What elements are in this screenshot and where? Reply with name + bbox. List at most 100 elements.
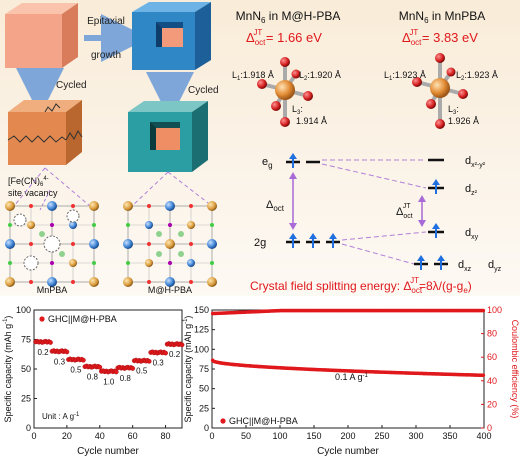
cycled-label-left: Cycled (56, 80, 87, 91)
y2-tick-label: 80 (487, 329, 497, 339)
cycled-label-right: Cycled (188, 85, 219, 96)
y-tick-label: 0 (204, 423, 209, 433)
y2-tick-label: 0 (487, 423, 492, 433)
x-tick-label: 250 (374, 431, 389, 441)
y-tick-label: 50 (21, 364, 31, 374)
rate-label: 0.3 (54, 357, 66, 366)
octahedron-right-title: MnN6 in MnPBA (399, 9, 486, 25)
rate-chart-frame (33, 309, 183, 429)
data-point (80, 357, 86, 363)
y-tick-label: 100 (16, 305, 31, 315)
y-tick-label: 50 (199, 384, 209, 394)
lattice-left-label: MnPBA (37, 285, 68, 295)
rate-label: 0.8 (87, 373, 99, 382)
dxz-label: dxz (458, 259, 472, 273)
efficiency-point (481, 308, 486, 313)
delta-oct-jt-label: ΔoctJT (396, 203, 413, 220)
dz2-label: dz² (465, 183, 478, 197)
vacancy-pointer (39, 189, 51, 211)
x-tick-label: 80 (161, 431, 171, 441)
x-tick-label: 40 (95, 431, 105, 441)
lattice-mnpba (5, 201, 99, 287)
octahedron-left-title: MnN6 in M@H-PBA (236, 9, 341, 25)
y2-tick-label: 40 (487, 376, 497, 386)
y-tick-label: 125 (194, 325, 209, 335)
data-point (179, 342, 185, 348)
right-l3-tag: L3: (448, 104, 459, 116)
data-point (113, 369, 119, 375)
lattice-right-label: M@H-PBA (148, 285, 192, 295)
left-l2: L2:1.920 Å (299, 70, 341, 82)
y-tick-label: 25 (199, 403, 209, 413)
delta-oct-label: Δoct (266, 199, 285, 213)
core-shell-cube (132, 2, 211, 70)
lattice-mh-pba (123, 201, 217, 287)
y2-tick-label: 60 (487, 352, 497, 362)
vacancy-label-2: site vacancy (8, 188, 58, 198)
rate-label: 0.5 (70, 366, 82, 375)
data-point (48, 340, 53, 345)
rate-label: 0.3 (153, 358, 165, 367)
schematic-svg: Epitaxial growth Cycled Cycled [Fe(CN)64… (5, 2, 502, 295)
cycling-chart-legend-marker (220, 418, 226, 424)
cycling-chart-ylabel: Specific capacity (mAh g-1) (183, 316, 193, 423)
dx2y2-label: dx²-y² (465, 155, 486, 169)
rate-chart-unit-note: Unit : A g-1 (42, 412, 80, 421)
cycling-chart-marks (210, 308, 486, 378)
rate-chart-legend: GHC||M@H-PBA (48, 314, 117, 324)
pristine-cube (5, 3, 78, 68)
x-tick-label: 50 (241, 431, 251, 441)
x-tick-label: 350 (442, 431, 457, 441)
rate-chart-rate-labels: 0.2 0.3 0.5 0.8 1.0 0.8 0.5 0.3 0.2 (37, 348, 180, 387)
y-tick-label: 25 (21, 394, 31, 404)
cycling-chart-legend: GHC||M@H-PBA (229, 416, 298, 426)
right-l2: L2:1.923 Å (456, 70, 498, 82)
cycled-core-shell-cube (128, 101, 208, 172)
cycling-chart-frame (211, 309, 485, 429)
y-tick-label: 0 (26, 423, 31, 433)
right-l1: L1:1.923 Å (384, 70, 426, 82)
rate-chart-marks (33, 338, 185, 375)
y2-tick-label: 20 (487, 399, 497, 409)
data-point (64, 349, 70, 355)
x-tick-label: 20 (62, 431, 72, 441)
splitting-left: ΔoctJT = 1.66 eV (246, 28, 322, 47)
y-tick-label: 75 (21, 335, 31, 345)
x-tick-label: 0 (209, 431, 214, 441)
rate-label: 0.2 (37, 348, 49, 357)
splitting-right: ΔoctJT = 3.83 eV (402, 28, 478, 47)
x-tick-label: 0 (31, 431, 36, 441)
energy-diagram: eg 2g Δoct dx²-y² dz² dxy dxz dyz (254, 153, 502, 273)
eg-label: eg (262, 156, 273, 170)
left-l3-tag: L3: (292, 104, 303, 116)
rate-label: 0.8 (120, 374, 132, 383)
data-point (163, 350, 168, 356)
x-tick-label: 60 (128, 431, 138, 441)
cycling-chart-y2label: Coulombic efficiency (%) (510, 320, 520, 419)
y-tick-label: 150 (194, 305, 209, 315)
x-tick-label: 400 (476, 431, 491, 441)
rate-chart-legend-marker (39, 316, 45, 322)
x-tick-label: 150 (306, 431, 321, 441)
x-tick-label: 200 (340, 431, 355, 441)
right-l3-value: 1.926 Å (448, 116, 479, 126)
x-tick-label: 100 (272, 431, 287, 441)
rate-label: 1.0 (103, 377, 115, 386)
capacity-point (481, 373, 486, 378)
cycling-chart-xlabel: Cycle number (317, 446, 379, 457)
schematic-panel: Epitaxial growth Cycled Cycled [Fe(CN)64… (0, 0, 520, 296)
rate-label: 0.5 (136, 367, 148, 376)
epitaxial-label-2: growth (91, 50, 121, 61)
cracked-cube (7, 100, 83, 165)
rate-chart-axes: 0 20 40 60 80 0 25 50 75 100 (16, 305, 171, 441)
data-point (130, 366, 136, 371)
rate-chart-xlabel: Cycle number (77, 446, 139, 457)
vacancy-label-1: [Fe(CN)64- (8, 176, 49, 188)
y2-tick-label: 100 (487, 305, 502, 315)
rate-label: 0.2 (169, 350, 181, 359)
epitaxial-label-1: Epitaxial (87, 16, 125, 27)
t2g-label: 2g (254, 237, 266, 249)
data-point (146, 358, 152, 364)
cycling-chart-rate-note: 0.1 A g-1 (335, 372, 369, 382)
